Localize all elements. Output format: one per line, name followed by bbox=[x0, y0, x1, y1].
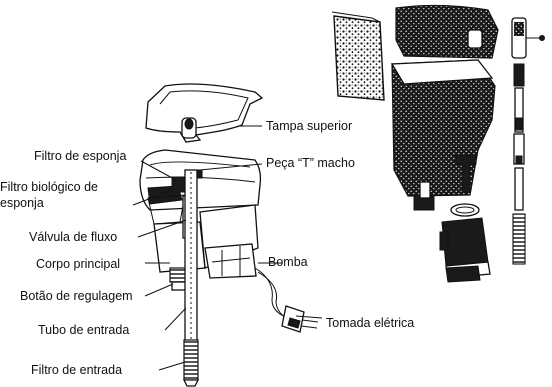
label-tubo-entrada: Tubo de entrada bbox=[38, 323, 129, 337]
label-filtro-biologico-line2: esponja bbox=[0, 196, 44, 210]
label-bomba: Bomba bbox=[268, 255, 308, 269]
leader-lines bbox=[132, 125, 323, 371]
exploded-lid bbox=[395, 4, 499, 59]
label-peca-t-macho: Peça “T” macho bbox=[266, 156, 355, 170]
label-filtro-entrada: Filtro de entrada bbox=[31, 363, 122, 377]
label-tampa-superior: Tampa superior bbox=[266, 119, 352, 133]
label-filtro-esponja: Filtro de esponja bbox=[34, 149, 126, 163]
label-botao-regulagem: Botão de regulagem bbox=[20, 289, 133, 303]
intake-strainer bbox=[182, 339, 200, 387]
assembled-filter bbox=[139, 83, 319, 387]
label-tomada-eletrica: Tomada elétrica bbox=[326, 316, 414, 330]
main-housing bbox=[139, 149, 262, 279]
label-corpo-principal: Corpo principal bbox=[36, 257, 120, 271]
exploded-motor bbox=[441, 217, 489, 267]
label-filtro-biologico-line1: Filtro biológico de bbox=[0, 180, 98, 194]
label-valvula-fluxo: Válvula de fluxo bbox=[29, 230, 117, 244]
exploded-t-piece bbox=[455, 155, 477, 193]
exploded-sponge-pad bbox=[333, 15, 385, 101]
exploded-tube-parts bbox=[511, 17, 545, 265]
intake-tube bbox=[184, 169, 198, 346]
labels: Tampa superior Filtro de esponja Peça “T… bbox=[0, 119, 414, 377]
exploded-view bbox=[331, 4, 545, 283]
power-cord bbox=[254, 267, 319, 333]
top-lid bbox=[145, 83, 264, 143]
